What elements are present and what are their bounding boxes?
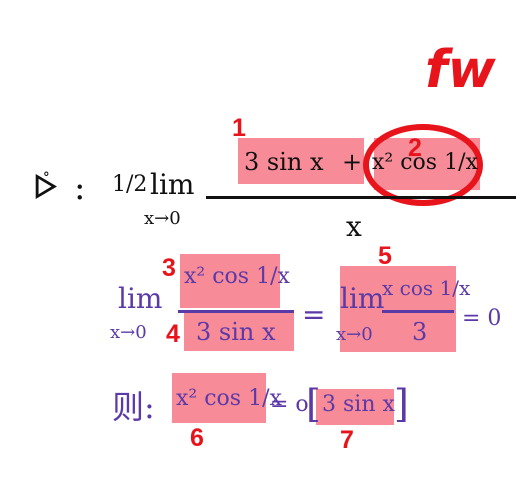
highlight-box-6 xyxy=(172,373,266,423)
line3-mid: = o xyxy=(270,392,309,417)
line1-lim-sub: x→0 xyxy=(144,208,181,229)
highlight-box-1 xyxy=(238,138,364,184)
red-circle-annotation xyxy=(363,124,483,206)
line1-lim: lim xyxy=(150,168,195,201)
line2-result: = 0 xyxy=(462,306,502,331)
line3-bracket-right: ] xyxy=(394,382,409,426)
line1-colon: : xyxy=(74,168,86,208)
marker-3: 3 xyxy=(162,254,176,282)
line2-numerator2: x cos 1/x xyxy=(382,276,471,300)
line1-numerator-term2: x² cos 1/x xyxy=(372,150,478,175)
line2-denominator: 3 sin x xyxy=(196,318,276,346)
marker-5: 5 xyxy=(378,242,392,270)
marker-1: 1 xyxy=(232,114,246,142)
line2-numerator: x² cos 1/x xyxy=(184,264,290,289)
highlight-box-4 xyxy=(184,313,294,351)
line2-lim-sub: x→0 xyxy=(110,322,147,343)
line1-fraction-bar xyxy=(206,196,516,199)
line2-equals: = xyxy=(302,298,326,331)
marker-2: 2 xyxy=(408,134,422,162)
line3-bracket-left: [ xyxy=(306,382,321,426)
line1-denominator: x xyxy=(346,210,362,243)
line2-lim: lim xyxy=(118,282,163,315)
line2-fraction-bar2 xyxy=(382,310,454,313)
marker-7: 7 xyxy=(340,426,354,454)
line2-lim2-sub: x→0 xyxy=(336,324,373,345)
line3-rhs: 3 sin x xyxy=(322,392,395,417)
marker-6: 6 xyxy=(190,424,204,452)
marker-4: 4 xyxy=(166,320,180,348)
highlight-box-5 xyxy=(340,266,456,352)
line2-fraction-bar xyxy=(178,310,294,313)
line1-numerator-term1: 3 sin x xyxy=(244,148,324,176)
highlight-box-7 xyxy=(316,389,394,425)
highlight-box-2 xyxy=(374,138,480,190)
tag-fw: fw xyxy=(425,40,496,100)
line2-denominator2: 3 xyxy=(412,318,428,346)
line2-lim2: lim xyxy=(340,282,385,315)
line3-label: 则: xyxy=(112,388,155,426)
highlight-box-3 xyxy=(180,254,280,308)
line1-coef: 1/2 xyxy=(112,172,148,197)
line1-var: ᢰ xyxy=(34,168,59,208)
line3-lhs: x² cos 1/x xyxy=(176,386,282,411)
line1-plus: + xyxy=(342,148,363,176)
